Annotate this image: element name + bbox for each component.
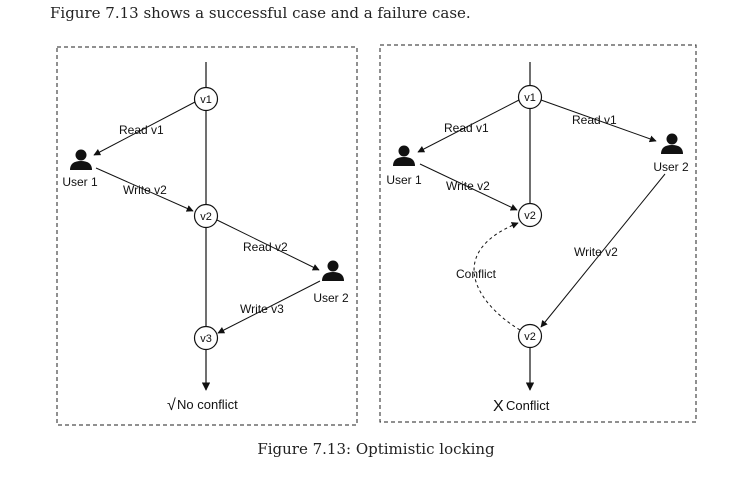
write-v2-label-user2: Write v2 xyxy=(574,245,618,259)
user-2-label: User 2 xyxy=(313,291,349,305)
svg-text:v2: v2 xyxy=(524,331,536,343)
version-node-v1: v1 xyxy=(193,86,219,112)
user-1-label: User 1 xyxy=(62,175,98,189)
result-label: No conflict xyxy=(177,397,238,412)
write-arrow xyxy=(217,280,321,334)
write-arrow xyxy=(540,173,666,328)
user-icon xyxy=(393,145,415,166)
intro-text: Figure 7.13 shows a successful case and … xyxy=(50,4,471,22)
read-v2-label: Read v2 xyxy=(243,240,288,254)
user-icon xyxy=(70,149,92,170)
version-node-v1: v1 xyxy=(517,84,543,110)
user-2-label: User 2 xyxy=(653,160,689,174)
svg-text:v1: v1 xyxy=(524,92,536,104)
user-1-label: User 1 xyxy=(386,173,422,187)
read-arrow xyxy=(216,219,320,271)
user-icon xyxy=(661,133,683,154)
version-node-v2: v2 xyxy=(193,203,219,229)
read-arrow xyxy=(540,99,657,143)
figure-caption: Figure 7.13: Optimistic locking xyxy=(257,440,495,458)
conflict-label: Conflict xyxy=(456,267,497,281)
read-v1-label-user1: Read v1 xyxy=(444,121,489,135)
svg-text:v3: v3 xyxy=(200,333,212,345)
left-panel-success-case: v1 v2 v3 User 1 User 2 Read v1 Write v2 … xyxy=(56,46,358,426)
write-arrow xyxy=(95,167,194,212)
version-node-v3: v3 xyxy=(193,325,219,351)
read-arrow xyxy=(417,99,520,153)
left-panel-border xyxy=(56,46,358,426)
version-node-v2-conflicting: v2 xyxy=(517,323,543,349)
read-v1-label-user2: Read v1 xyxy=(572,113,617,127)
write-v2-label-user1: Write v2 xyxy=(446,179,490,193)
read-v1-label: Read v1 xyxy=(119,123,164,137)
write-arrow xyxy=(419,163,518,211)
checkmark-icon: √ xyxy=(167,397,176,414)
version-node-v2: v2 xyxy=(517,202,543,228)
write-v3-label: Write v3 xyxy=(240,302,284,316)
write-v2-label: Write v2 xyxy=(123,183,167,197)
result-label: Conflict xyxy=(506,398,550,413)
svg-text:v2: v2 xyxy=(200,211,212,223)
x-mark-icon: X xyxy=(493,398,504,415)
svg-text:v2: v2 xyxy=(524,210,536,222)
read-arrow xyxy=(93,101,196,156)
svg-text:v1: v1 xyxy=(200,94,212,106)
right-panel-border xyxy=(379,44,697,423)
conflict-arrow xyxy=(473,222,521,331)
user-icon xyxy=(322,260,344,281)
right-panel-failure-case: v1 v2 v2 User 1 User 2 Read v1 Read v1 W… xyxy=(379,44,697,423)
